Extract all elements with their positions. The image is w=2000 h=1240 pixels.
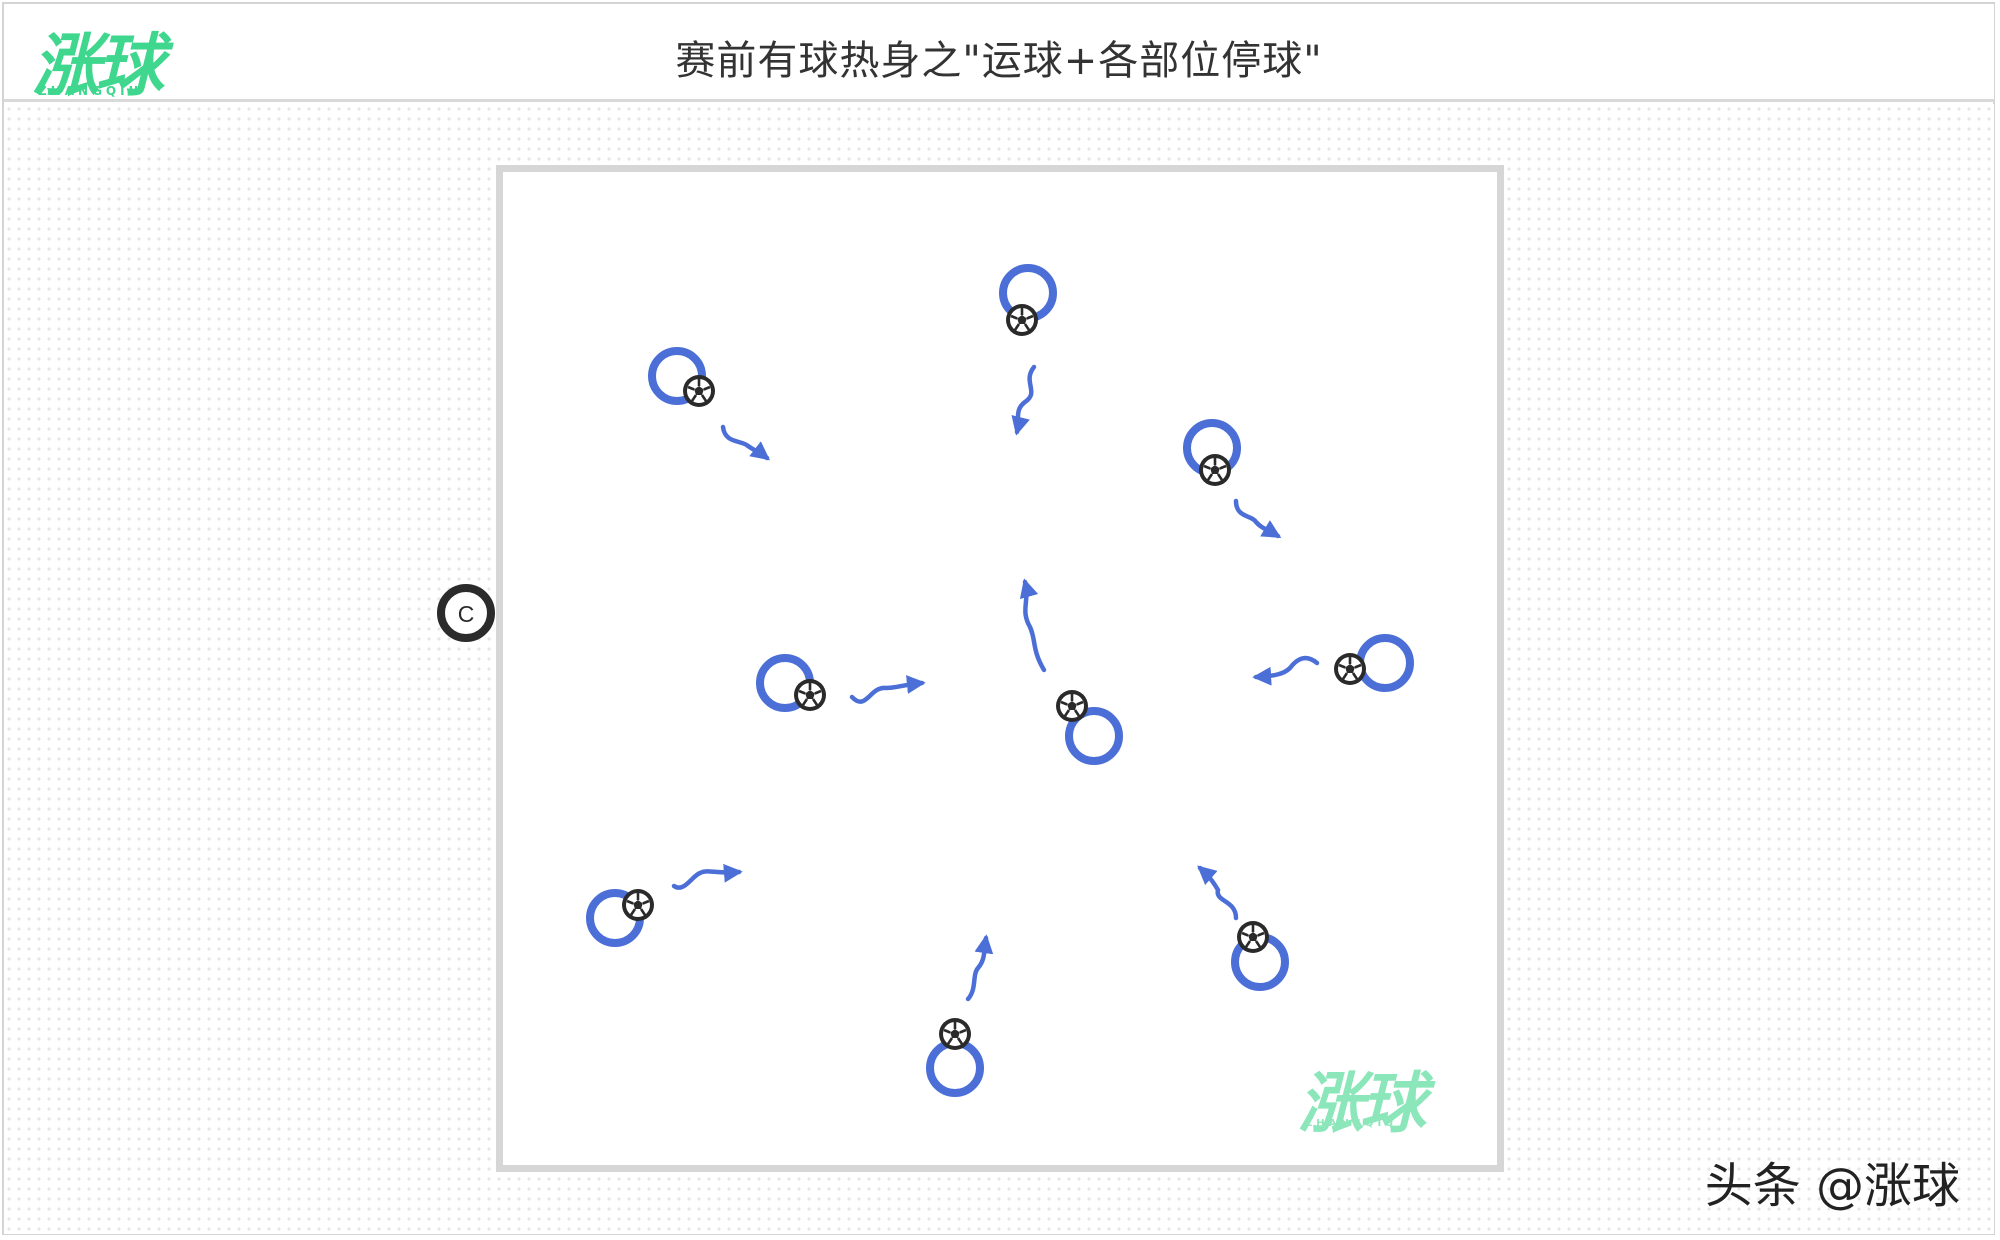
football-icon: [1004, 302, 1040, 338]
coach-label: C: [458, 601, 475, 627]
dribble-arrow-icon: [671, 863, 743, 890]
football-icon: [937, 1016, 973, 1052]
page-title: 赛前有球热身之"运球+各部位停球": [675, 38, 1323, 84]
dribble-arrow-icon: [849, 675, 926, 704]
dribble-arrow-icon: [1011, 364, 1037, 436]
header-bar: 涨球 ZHANGQIU 赛前有球热身之"运球+各部位停球": [4, 4, 1994, 106]
football-icon: [1054, 688, 1090, 724]
player-ring-icon: [1356, 634, 1414, 692]
football-icon: [1197, 452, 1233, 488]
player-ring-icon: [926, 1039, 984, 1097]
coach-icon: C: [437, 584, 495, 642]
watermark-logo: 涨球: [1298, 1065, 1426, 1142]
football-icon: [620, 887, 656, 923]
football-icon: [1332, 651, 1368, 687]
watermark-logo-subtext: ZHANGQIU: [1305, 1118, 1398, 1129]
source-credit: 头条 @涨球: [1704, 1158, 1960, 1214]
dribble-arrow-icon: [1197, 865, 1239, 921]
player-ring-icon: [1065, 707, 1123, 765]
dribble-arrow-icon: [1252, 655, 1320, 686]
football-icon: [792, 677, 828, 713]
dribble-arrow-icon: [1233, 498, 1282, 539]
football-icon: [1235, 919, 1271, 955]
dribble-arrow-icon: [720, 424, 770, 461]
zhangqiu-logo-subtext: ZHANGQIU: [38, 84, 143, 98]
dribble-arrow-icon: [965, 934, 994, 1002]
football-icon: [681, 373, 717, 409]
zhangqiu-logo: 涨球: [32, 27, 164, 106]
dribble-arrow-icon: [1019, 578, 1047, 673]
